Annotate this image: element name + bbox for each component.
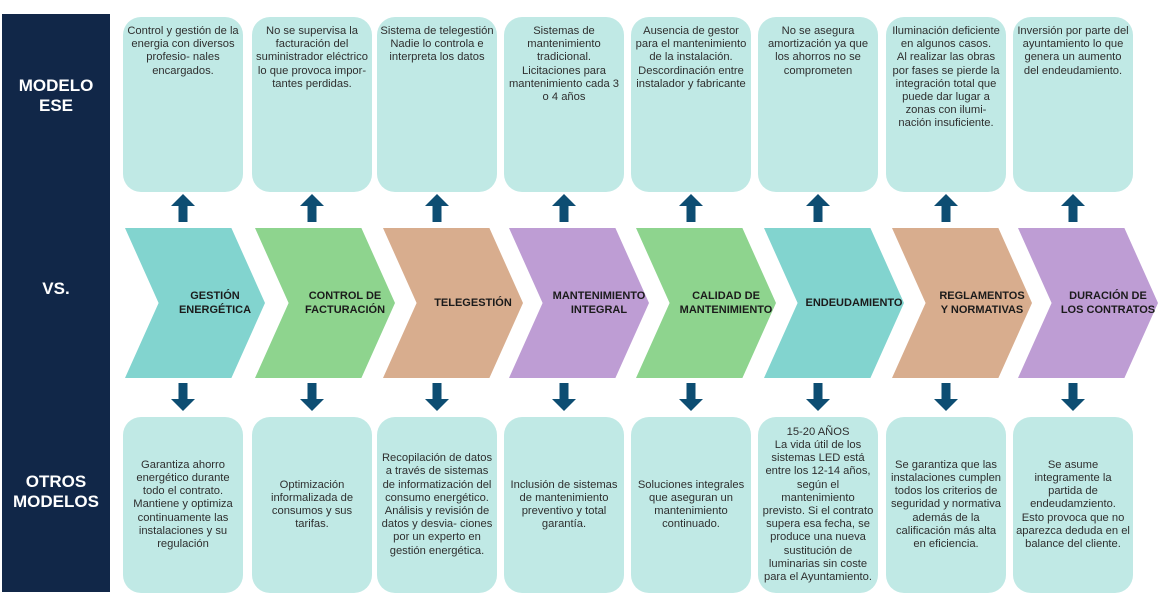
arrow-up-icon — [552, 194, 576, 227]
ese-box: Ausencia de gestor para el mantenimiento… — [631, 17, 751, 192]
arrow-up-icon — [425, 194, 449, 227]
label-otros-modelos: OTROS MODELOS — [13, 472, 99, 511]
arrow-down-icon — [171, 383, 195, 416]
arrow-up-icon — [806, 194, 830, 227]
other-models-box: Garantiza ahorro energético durante todo… — [123, 417, 243, 593]
other-models-box: Soluciones integrales que aseguran un ma… — [631, 417, 751, 593]
chevron-title: CONTROL DE FACTURACIÓN — [304, 290, 386, 316]
chevron-title: MANTENIMIENTO INTEGRAL — [552, 290, 646, 316]
other-models-box: Se garantiza que las instalaciones cumpl… — [886, 417, 1006, 593]
ese-box: Sistema de telegestión Nadie lo controla… — [377, 17, 497, 192]
arrow-up-icon — [171, 194, 195, 227]
chevron-title: GESTIÓN ENERGÉTICA — [178, 290, 252, 316]
arrow-down-icon — [679, 383, 703, 416]
arrow-down-icon — [934, 383, 958, 416]
other-models-box: Optimización informalizada de consumos y… — [252, 417, 372, 593]
sidebar: MODELO ESE VS. OTROS MODELOS — [2, 14, 110, 592]
arrow-up-icon — [300, 194, 324, 227]
other-models-box: Inclusión de sistemas de mantenimiento p… — [504, 417, 624, 593]
arrow-down-icon — [1061, 383, 1085, 416]
ese-box: Inversión por parte del ayuntamiento lo … — [1013, 17, 1133, 192]
chevron-title: CALIDAD DE MANTENIMIENTO — [679, 290, 773, 316]
other-models-box: Se asume integramente la partida de ende… — [1013, 417, 1133, 593]
ese-box: No se asegura amortización ya que los ah… — [758, 17, 878, 192]
arrow-down-icon — [425, 383, 449, 416]
ese-box: Iluminación deficiente en algunos casos.… — [886, 17, 1006, 192]
arrow-up-icon — [679, 194, 703, 227]
chevron-title: REGLAMENTOS Y NORMATIVAS — [939, 290, 1025, 316]
ese-box: Sistemas de mantenimiento tradicional. L… — [504, 17, 624, 192]
other-models-box: 15-20 AÑOS La vida útil de los sistemas … — [758, 417, 878, 593]
label-vs: VS. — [42, 279, 70, 298]
chevron-title: ENDEUDAMIENTO — [805, 297, 903, 309]
arrow-down-icon — [552, 383, 576, 416]
arrow-up-icon — [1061, 194, 1085, 227]
other-models-box: Recopilación de datos a través de sistem… — [377, 417, 497, 593]
arrow-up-icon — [934, 194, 958, 227]
label-modelo-ese: MODELO ESE — [18, 76, 94, 115]
arrow-down-icon — [300, 383, 324, 416]
arrow-down-icon — [806, 383, 830, 416]
ese-box: No se supervisa la facturación del sumin… — [252, 17, 372, 192]
ese-box: Control y gestión de la energia con dive… — [123, 17, 243, 192]
chevron-title: TELEGESTIÓN — [434, 297, 512, 309]
chevron-title: DURACIÓN DE LOS CONTRATOS — [1060, 290, 1156, 316]
